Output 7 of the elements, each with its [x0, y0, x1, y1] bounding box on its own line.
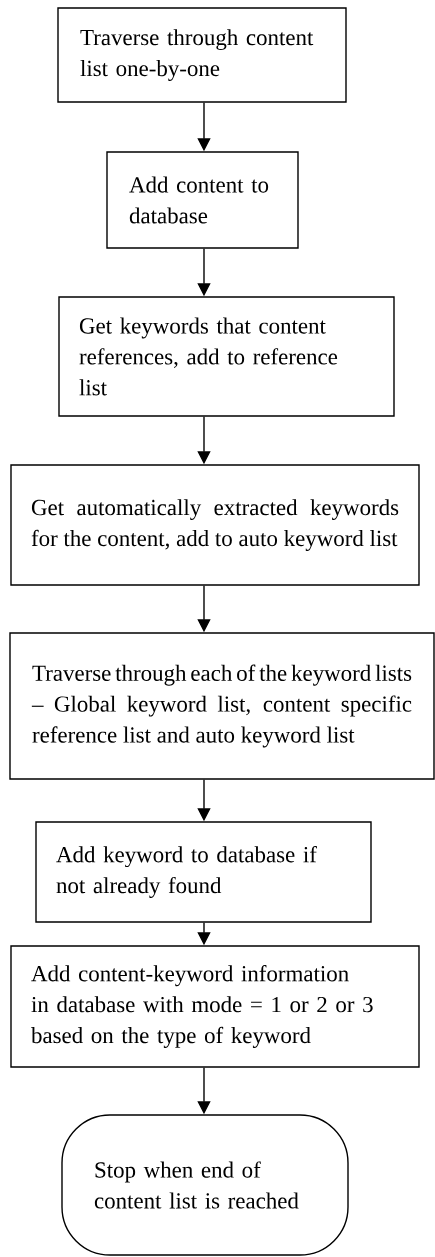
process-box: Add keyword to database if not already found [35, 821, 372, 923]
process-box: Get automatically extracted keywords for the content, add to auto keyword list [10, 464, 420, 586]
process-box: Add content to database [106, 151, 299, 249]
process-box: Traverse through each of the keyword lists – Global keyword list, content specific reference list and auto keyword list [9, 632, 435, 780]
process-box: Traverse through content list one-by-one [57, 7, 347, 103]
process-box: Add content-keyword information in database with mode = 1 or 2 or 3 based on the type of keyword [10, 945, 420, 1068]
process-box: Get keywords that content references, add to reference list [58, 296, 395, 417]
